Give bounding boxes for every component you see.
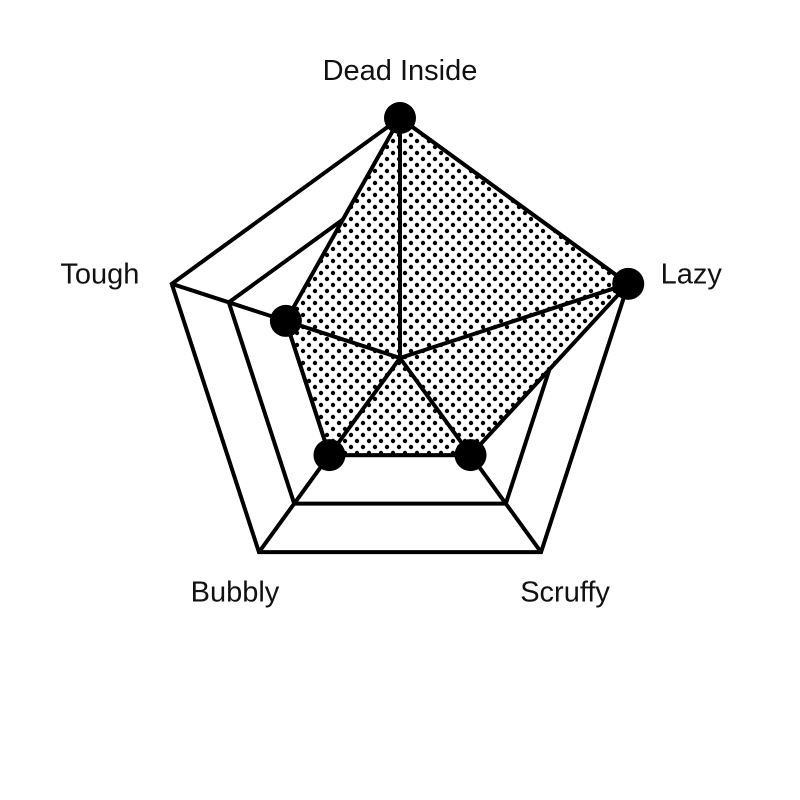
axis-label-scruffy: Scruffy	[520, 577, 610, 609]
axis-label-bubbly: Bubbly	[191, 577, 280, 609]
data-point-dead-inside	[384, 102, 416, 134]
series-area	[283, 115, 632, 458]
radar-series	[283, 115, 632, 458]
spoke-lazy	[399, 281, 629, 360]
data-point-tough	[269, 304, 302, 337]
axis-label-lazy: Lazy	[661, 258, 723, 290]
data-point-lazy	[612, 267, 645, 300]
data-point-bubbly	[313, 439, 346, 472]
data-point-scruffy	[454, 439, 487, 472]
series-points	[269, 102, 645, 472]
axis-label-tough: Tough	[60, 258, 139, 290]
axis-label-dead-inside: Dead Inside	[323, 55, 478, 87]
